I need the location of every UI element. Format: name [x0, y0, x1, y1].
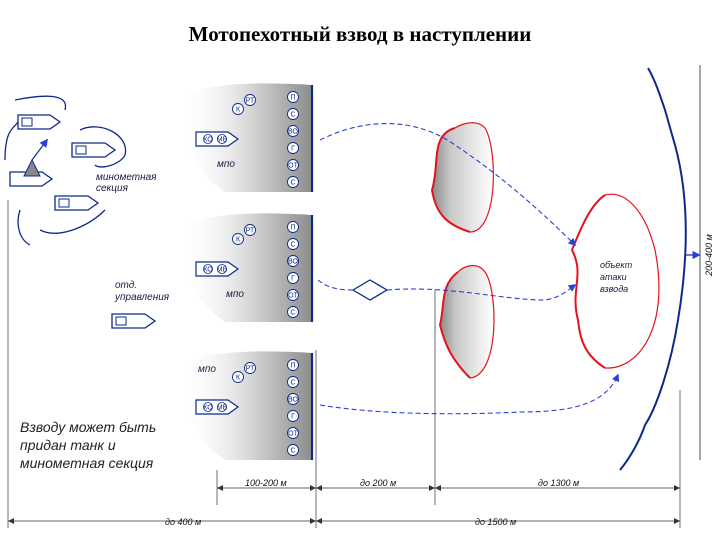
soldier-marker-label: С [290, 242, 295, 249]
gunner-marker [244, 224, 256, 236]
attachment-note: Взводу может быть придан танк и минометн… [20, 419, 157, 471]
mortar-vehicle [17, 114, 62, 130]
control-squad-vehicle [111, 313, 157, 329]
enemy-position-upper [430, 122, 494, 233]
squad-label: мпо [198, 364, 216, 375]
vehicle-marker-label: КО [203, 137, 213, 144]
soldier-marker-label: ВО [288, 397, 298, 404]
page-title: Мотопехотный взвод в наступлении [188, 22, 532, 46]
gunner-marker-label: РТ [246, 228, 255, 235]
gunner-marker [244, 362, 256, 374]
soldier-marker-label: ВО [288, 259, 298, 266]
soldier-marker [287, 359, 299, 371]
soldier-marker-label: П [290, 225, 295, 232]
dimension-label: до 1300 м [538, 478, 579, 488]
infantry-squad: П С ВО Г ОТ С РТ К КО МВ мпо [178, 351, 314, 460]
attached-tank-symbol [351, 279, 389, 301]
vehicle-marker-label: МВ [217, 267, 228, 274]
soldier-marker [287, 142, 299, 154]
commander-marker-label: К [236, 237, 241, 244]
commander-marker [232, 371, 244, 383]
dimension-label: 100-200 м [245, 478, 287, 488]
soldier-marker [287, 410, 299, 422]
soldier-marker [287, 255, 299, 267]
dimension-label: до 1500 м [475, 517, 516, 527]
commander-marker [232, 103, 244, 115]
movement-arrow-upper [319, 123, 577, 247]
soldier-marker [287, 91, 299, 103]
gunner-marker [244, 94, 256, 106]
side-depth-label: 200-400 м [704, 234, 714, 277]
soldier-marker-label: С [290, 310, 295, 317]
soldier-marker-label: ОТ [288, 431, 298, 438]
soldier-marker-label: ВО [288, 129, 298, 136]
squad-label: мпо [226, 289, 244, 300]
soldier-marker-label: Г [291, 146, 295, 153]
control-squad-label: отд.управления [114, 280, 170, 303]
movement-arrow-middle [317, 279, 354, 291]
mortar-command-vehicle [9, 138, 54, 187]
soldier-marker-label: С [290, 380, 295, 387]
enemy-position-lower [438, 265, 495, 379]
soldier-marker-label: Г [291, 276, 295, 283]
soldier-marker-label: С [290, 448, 295, 455]
gunner-marker-label: РТ [246, 366, 255, 373]
soldier-marker-label: П [290, 95, 295, 102]
soldier-marker [287, 108, 299, 120]
commander-marker-label: К [236, 375, 241, 382]
movement-arrow-lower [319, 373, 620, 415]
soldier-marker [287, 393, 299, 405]
soldier-marker [287, 176, 299, 188]
soldier-marker-label: ОТ [288, 293, 298, 300]
soldier-marker [287, 376, 299, 388]
vehicle-marker-label: КО [203, 267, 213, 274]
soldier-marker [287, 221, 299, 233]
dimension-label: до 200 м [360, 478, 396, 488]
soldier-marker-label: ОТ [288, 163, 298, 170]
soldier-marker-label: С [290, 112, 295, 119]
soldier-marker [287, 125, 299, 137]
gunner-marker-label: РТ [246, 98, 255, 105]
dimension-label: до 400 м [165, 517, 201, 527]
soldier-marker [287, 427, 299, 439]
commander-marker-label: К [236, 107, 241, 114]
enemy-front-line [619, 67, 687, 471]
vehicle-marker-label: МВ [217, 405, 228, 412]
infantry-squad: П С ВО Г ОТ С РТ К КО МВ мпо [178, 83, 314, 192]
soldier-marker-label: С [290, 180, 295, 187]
vehicle-marker-label: МВ [217, 137, 228, 144]
soldier-marker-label: П [290, 363, 295, 370]
soldier-marker-label: Г [291, 414, 295, 421]
soldier-marker [287, 238, 299, 250]
infantry-squad: П С ВО Г ОТ С РТ К КО МВ мпо [178, 213, 314, 322]
squad-label: мпо [217, 159, 235, 170]
movement-arrow-middle-2 [386, 284, 577, 301]
mortar-vehicle [71, 142, 117, 158]
soldier-marker [287, 444, 299, 456]
attack-object-position [570, 193, 660, 369]
commander-marker [232, 233, 244, 245]
mortar-vehicle [54, 195, 100, 211]
vehicle-marker-label: КО [203, 405, 213, 412]
soldier-marker [287, 159, 299, 171]
soldier-marker [287, 289, 299, 301]
mortar-section-area [4, 95, 127, 246]
soldier-marker [287, 272, 299, 284]
soldier-marker [287, 306, 299, 318]
